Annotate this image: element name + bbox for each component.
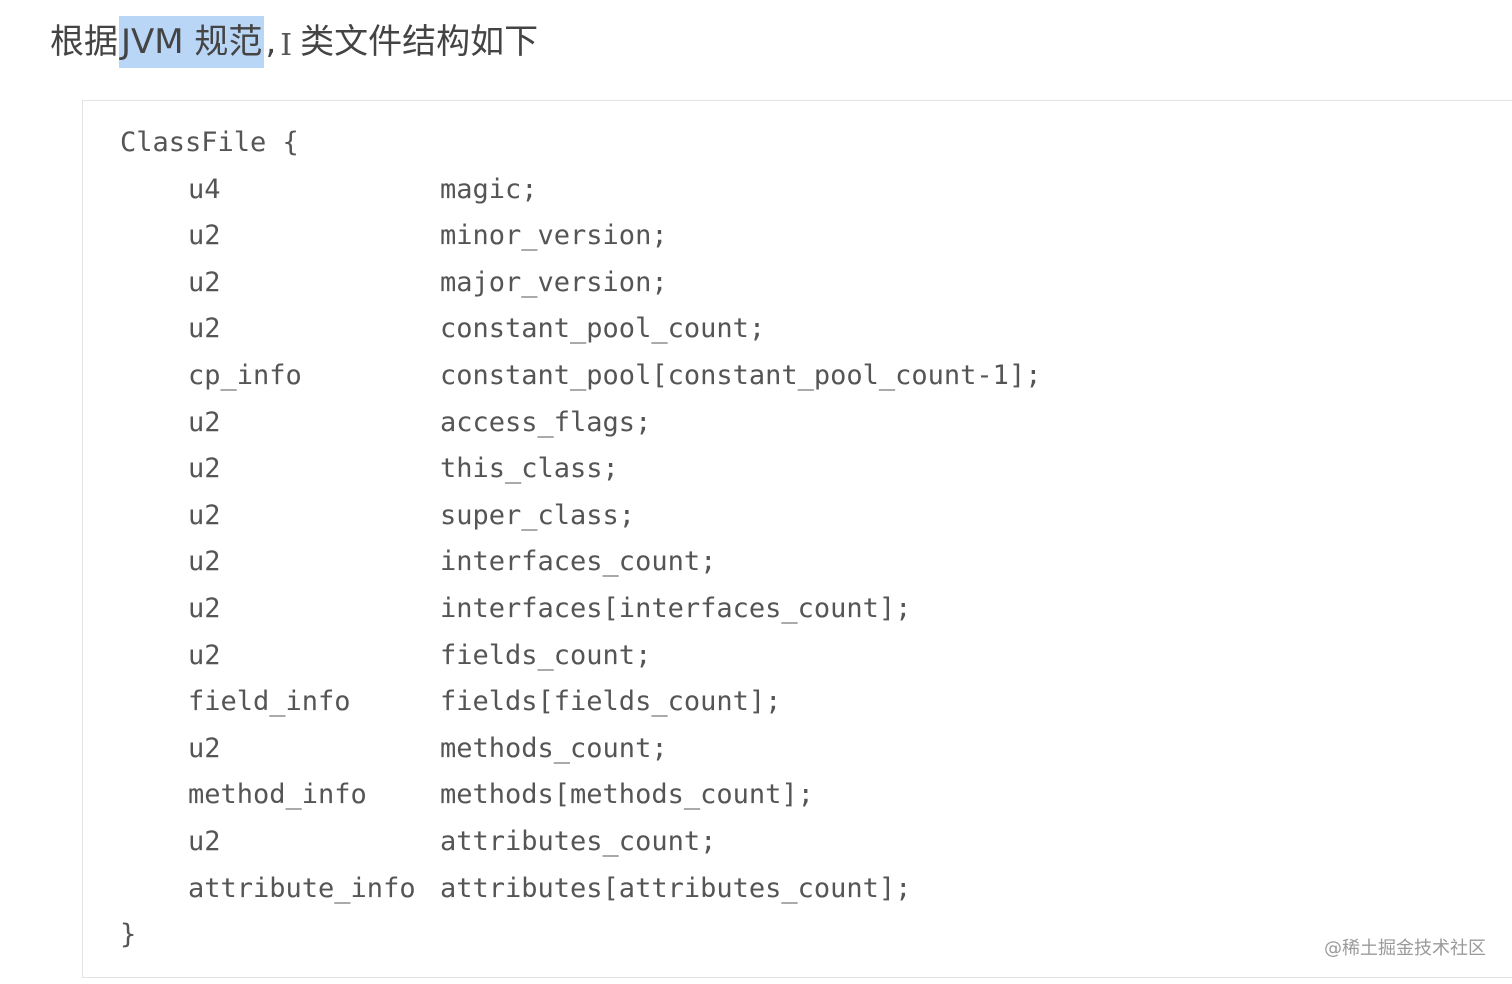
watermark: @稀土掘金技术社区: [1324, 938, 1486, 959]
field-type: method_info: [188, 779, 367, 811]
code-field-line: method_info methods[methods_count];: [120, 772, 1041, 819]
code-field-line: u2 minor_version;: [120, 213, 1041, 260]
field-name: methods_count;: [440, 732, 668, 764]
code-field-line: u2 interfaces[interfaces_count];: [120, 586, 1041, 633]
field-type: attribute_info: [188, 872, 416, 904]
code-close-brace: }: [120, 919, 137, 951]
code-field-line: cp_info constant_pool[constant_pool_count…: [120, 353, 1041, 400]
field-name: constant_pool[constant_pool_count-1];: [440, 359, 1042, 391]
field-name: attributes[attributes_count];: [440, 872, 912, 904]
field-name: constant_pool_count;: [440, 313, 766, 345]
field-name: interfaces[interfaces_count];: [440, 592, 912, 624]
code-field-line: field_info fields[fields_count];: [120, 679, 1041, 726]
field-type: cp_info: [188, 359, 302, 391]
field-type: u2: [188, 406, 221, 438]
field-name: fields_count;: [440, 639, 652, 671]
code-open-brace: ClassFile {: [120, 127, 299, 158]
field-type: u2: [188, 639, 221, 671]
field-type: field_info: [188, 686, 351, 718]
selected-text-highlight[interactable]: JVM 规范: [119, 16, 265, 68]
code-field-line: u2 attributes_count;: [120, 819, 1041, 866]
field-type: u2: [188, 825, 221, 857]
field-name: magic;: [440, 173, 538, 205]
field-type: u2: [188, 732, 221, 764]
code-field-line: u2 interfaces_count;: [120, 539, 1041, 586]
field-name: this_class;: [440, 453, 619, 485]
field-type: u4: [188, 173, 221, 205]
field-type: u2: [188, 220, 221, 252]
field-name: attributes_count;: [440, 825, 717, 857]
code-field-line: u2 access_flags;: [120, 400, 1041, 447]
code-close-line: }: [120, 912, 1041, 959]
code-open-line: ClassFile {: [120, 120, 1041, 167]
field-name: methods[methods_count];: [440, 779, 814, 811]
heading-comma: ,: [265, 22, 277, 62]
code-field-line: u2 major_version;: [120, 260, 1041, 307]
code-field-line: u2 fields_count;: [120, 633, 1041, 680]
field-type: u2: [188, 546, 221, 578]
classfile-code[interactable]: ClassFile { u4 magic; u2 minor_version; u2 ma…: [120, 120, 1041, 959]
field-type: u2: [188, 499, 221, 531]
field-name: access_flags;: [440, 406, 652, 438]
field-name: super_class;: [440, 499, 636, 531]
code-field-line: u2 constant_pool_count;: [120, 306, 1041, 353]
code-field-line: u2 this_class;: [120, 446, 1041, 493]
code-field-line: attribute_info attributes[attributes_coun…: [120, 866, 1041, 913]
heading-prefix: 根据: [50, 22, 118, 62]
field-name: major_version;: [440, 266, 668, 298]
field-type: u2: [188, 313, 221, 345]
code-field-line: u2 super_class;: [120, 493, 1041, 540]
field-type: u2: [188, 453, 221, 485]
field-type: u2: [188, 266, 221, 298]
field-type: u2: [188, 592, 221, 624]
section-heading: 根据 JVM 规范 , I 类文件结构如下: [50, 16, 538, 68]
code-field-line: u4 magic;: [120, 167, 1041, 214]
code-field-line: u2 methods_count;: [120, 726, 1041, 773]
field-name: minor_version;: [440, 220, 668, 252]
text-cursor-icon: I: [280, 28, 293, 63]
field-name: fields[fields_count];: [440, 686, 782, 718]
heading-suffix: 类文件结构如下: [300, 22, 539, 62]
field-name: interfaces_count;: [440, 546, 717, 578]
code-block: [82, 100, 1512, 978]
